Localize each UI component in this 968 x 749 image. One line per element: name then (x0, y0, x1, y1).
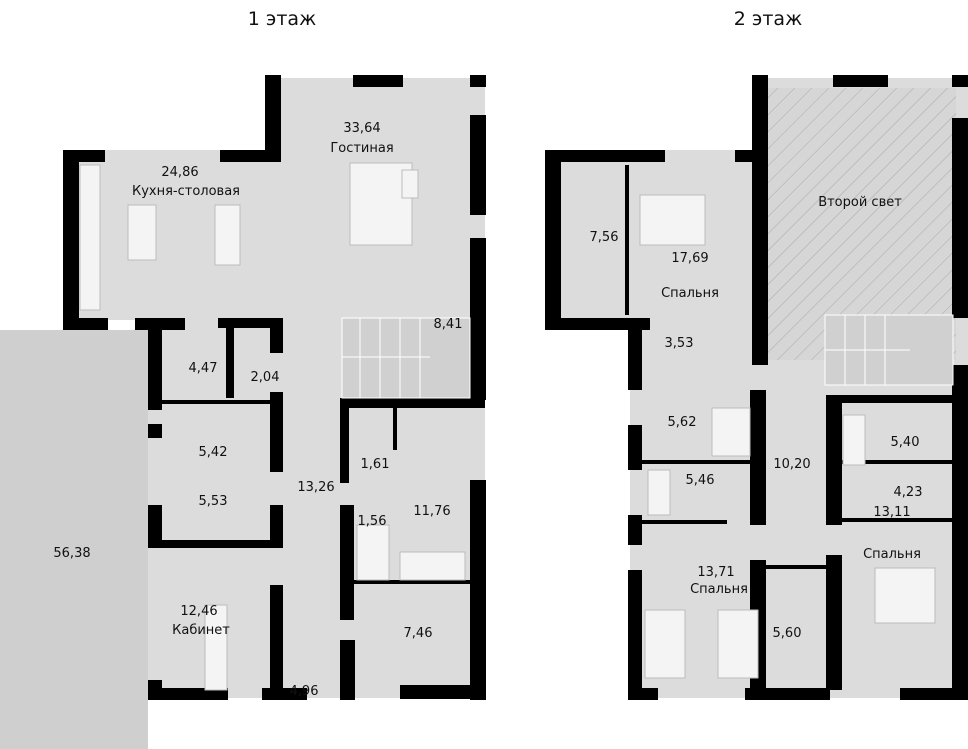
room-area: 33,64 (343, 121, 380, 136)
bath-2 (842, 414, 866, 466)
room-area: 5,46 (686, 473, 715, 488)
bath-1 (647, 469, 671, 516)
floor-1-plan (0, 75, 486, 749)
room-name: Кабинет (172, 623, 230, 638)
room-area: 2,04 (251, 370, 280, 385)
room-area: 17,69 (671, 251, 708, 266)
room-area: 13,71 (697, 565, 734, 580)
floor-2-stairs (824, 314, 954, 386)
room-area: 5,53 (199, 494, 228, 509)
shower (711, 407, 751, 457)
desk (204, 604, 228, 691)
bed-3 (874, 567, 936, 624)
floor-1-stairs (341, 317, 471, 399)
room-name: Второй свет (818, 195, 902, 210)
room-area: 5,60 (773, 626, 802, 641)
room-area: 11,76 (413, 504, 450, 519)
bed-2 (717, 609, 759, 679)
bed-1 (644, 609, 686, 679)
room-area: 1,56 (358, 514, 387, 529)
room-name: Спальня (690, 582, 748, 597)
floor-1-labels: 24,86 Кухня-столовая 33,64 Гостиная 8,41… (53, 121, 462, 699)
floor-1-furniture (79, 162, 466, 691)
room-area: 7,46 (404, 626, 433, 641)
kitchen-island (127, 204, 157, 261)
room-area: 4,23 (894, 485, 923, 500)
room-area: 7,56 (590, 230, 619, 245)
floor-1-walls (63, 75, 486, 700)
room-area: 5,40 (891, 435, 920, 450)
terrace (0, 330, 148, 749)
room-area: 24,86 (161, 165, 198, 180)
room-area: 10,20 (773, 457, 810, 472)
floor-1-title: 1 этаж (247, 8, 317, 30)
room-name: Спальня (661, 286, 719, 301)
floor-2-labels: 7,56 17,69 Спальня Второй свет 3,53 5,62… (590, 195, 923, 641)
room-area: 8,41 (434, 317, 463, 332)
room-area: 12,46 (180, 604, 217, 619)
room-area: 13,26 (297, 480, 334, 495)
room-name: Спальня (863, 547, 921, 562)
floor-2-walls (545, 75, 968, 700)
room-area: 4,96 (290, 684, 319, 699)
room-area: 5,42 (199, 445, 228, 460)
room-area: 5,62 (668, 415, 697, 430)
kitchen-counter (79, 164, 101, 311)
bed-master (639, 194, 706, 246)
room-area: 56,38 (53, 546, 90, 561)
room-area: 3,53 (665, 336, 694, 351)
floor-2-plan (545, 75, 968, 700)
room-name: Кухня-столовая (132, 184, 240, 199)
room-area: 4,47 (189, 361, 218, 376)
room-name: Гостиная (330, 141, 393, 156)
room-area: 1,61 (361, 457, 390, 472)
sofa-2 (399, 551, 466, 581)
room-area: 13,11 (873, 505, 910, 520)
bath (356, 524, 390, 581)
dining-table (214, 204, 241, 266)
floor-2-furniture (639, 194, 936, 679)
floor-2-title: 2 этаж (733, 8, 803, 30)
coffee-table (401, 169, 419, 199)
